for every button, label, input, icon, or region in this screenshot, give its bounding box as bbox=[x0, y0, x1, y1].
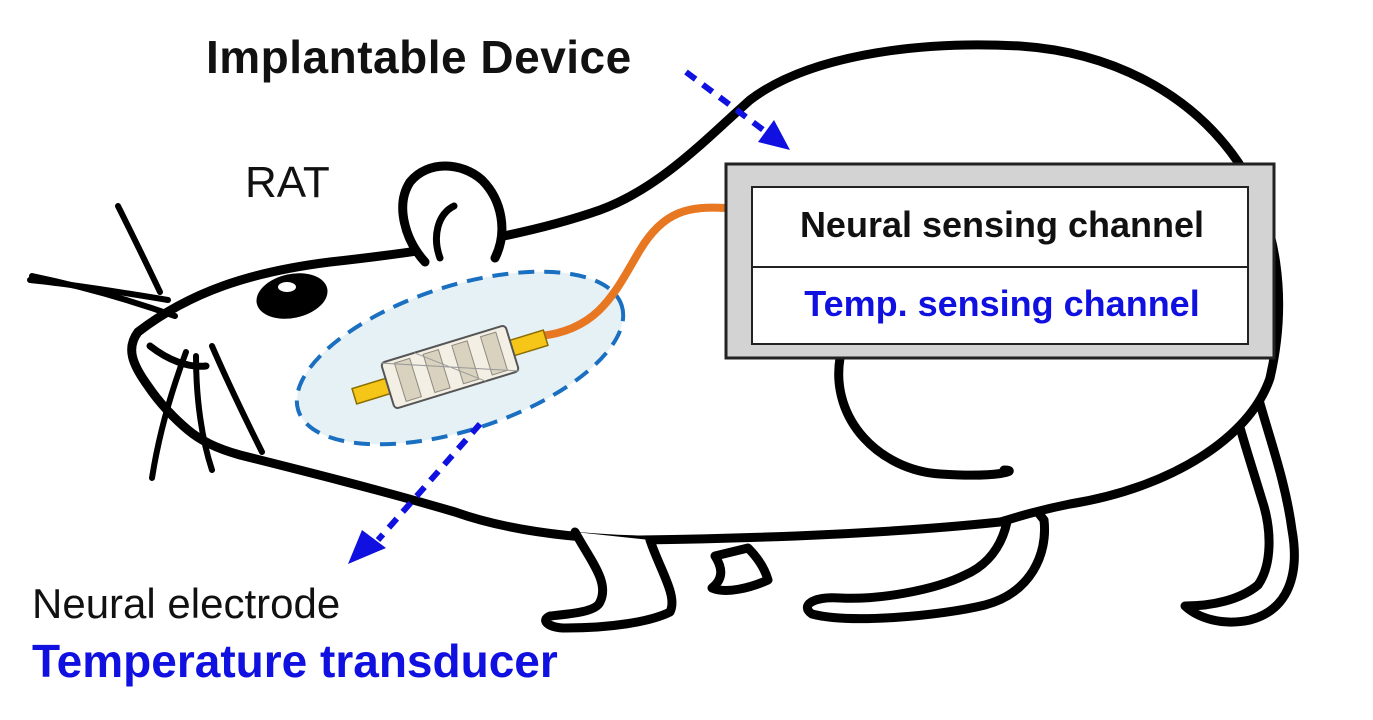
electrode-arrow-head bbox=[348, 530, 386, 564]
subject-label: RAT bbox=[245, 158, 330, 207]
rat-ear bbox=[398, 161, 507, 267]
rat-mouth bbox=[146, 342, 210, 370]
rat-eye-highlight bbox=[278, 282, 296, 292]
neural-channel-label: Neural sensing channel bbox=[799, 204, 1205, 245]
rat-eye bbox=[256, 273, 328, 319]
rat-thigh-line bbox=[834, 353, 1014, 480]
rat-front-paw bbox=[707, 543, 773, 595]
rat-front-leg bbox=[541, 527, 677, 633]
rat-hind-leg bbox=[802, 465, 1050, 624]
device-channel-box bbox=[751, 186, 1249, 345]
electrode-arrow-line bbox=[375, 422, 483, 542]
device-arrow-head bbox=[758, 120, 790, 150]
temp-channel-label: Temp. sensing channel bbox=[804, 283, 1200, 324]
orange-cable bbox=[536, 203, 730, 340]
electrode-label: Neural electrode bbox=[32, 580, 341, 627]
device-arrow-line bbox=[684, 69, 768, 135]
transducer-label: Temperature transducer bbox=[32, 635, 558, 687]
device-title: Implantable Device bbox=[206, 31, 632, 83]
neural-electrode bbox=[351, 325, 549, 409]
rat-inner-ear bbox=[433, 202, 458, 262]
rat-whiskers bbox=[27, 203, 265, 481]
